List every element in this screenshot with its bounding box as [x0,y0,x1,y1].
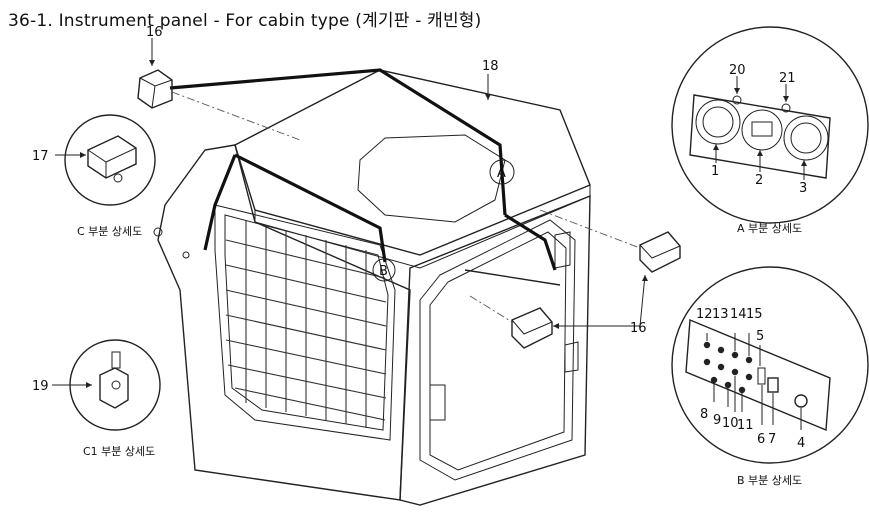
detail-c [55,114,156,206]
door-latch [429,384,446,421]
leader-16-lower [469,295,513,323]
part-17-sensor [87,135,137,179]
callout-5: 5 [756,329,764,344]
roof-edge [254,185,591,269]
switch-7 [767,377,779,393]
side-window-inner [224,214,389,431]
detail-a-circle [671,26,869,224]
callout-10: 10 [722,416,739,431]
callout-3: 3 [799,181,807,196]
harness-front [504,213,557,271]
callout-7: 7 [768,432,776,447]
wiper-arm [464,269,561,286]
callout-15: 15 [746,307,763,322]
cabin-front-frame [399,194,591,506]
harness-top [169,68,507,216]
callout-6: 6 [757,432,765,447]
caption-a: A 부분 상세도 [737,222,802,235]
side-boss [182,251,190,259]
caption-c1: C1 부분 상세도 [83,445,155,458]
hinge-upper [554,231,571,269]
part-16-top [137,38,301,141]
gauge-3 [783,115,829,161]
callout-16-top: 16 [146,25,163,40]
callout-8: 8 [700,407,708,422]
harness-left [203,154,237,251]
part-16-right [469,209,681,349]
callout-13: 13 [712,307,729,322]
callout-9: 9 [713,413,721,428]
door-opening [419,219,576,481]
callout-18: 18 [482,59,499,74]
detail-a [671,26,869,224]
detail-b-circle [671,266,869,464]
leader-16-top [171,91,301,141]
view-marker-b [372,258,396,282]
callout-2: 2 [755,173,763,188]
view-marker-a-label: A [497,166,506,181]
callout-20: 20 [729,63,746,78]
callout-1: 1 [711,164,719,179]
c-location-bolt [153,227,163,237]
door-opening-inner [429,231,567,471]
harness-mid [234,153,387,263]
indicator-lamps [703,341,753,394]
callout-16-right: 16 [630,321,647,336]
callout-19: 19 [32,379,49,394]
gauge-2 [741,109,783,151]
detail-c-circle [64,114,156,206]
window-guard-grid [225,220,387,428]
callout-17: 17 [32,149,49,164]
gauge-1 [695,99,741,145]
roof-hatch [357,134,506,223]
hinge-lower [564,341,579,373]
cabin-assembly [153,69,591,506]
relay-box-16 [137,69,173,109]
lamp-21 [781,103,791,113]
caption-c: C 부분 상세도 [77,225,142,238]
callout-14: 14 [730,307,747,322]
gauge-plate [689,94,831,179]
leader-16-upper [539,209,641,249]
lamp-20 [732,95,742,105]
cabin-roof [234,69,591,256]
page-title: 36-1. Instrument panel - For cabin type … [8,11,482,31]
view-marker-b-label: B [379,264,388,279]
switch-6 [757,367,766,385]
key-switch-4 [794,394,808,408]
lamp-16-lower [511,307,553,349]
view-marker-a [489,159,515,185]
callout-4: 4 [797,436,805,451]
cabin-left-side [157,144,411,501]
switch-plate [685,318,831,432]
callout-11: 11 [737,418,754,433]
detail-c1 [52,339,161,431]
callout-12: 12 [696,307,713,322]
detail-b [671,266,869,464]
caption-b: B 부분 상세도 [737,474,802,487]
callout-21: 21 [779,71,796,86]
wiring-harness [169,68,557,271]
lamp-16-upper [639,231,681,273]
